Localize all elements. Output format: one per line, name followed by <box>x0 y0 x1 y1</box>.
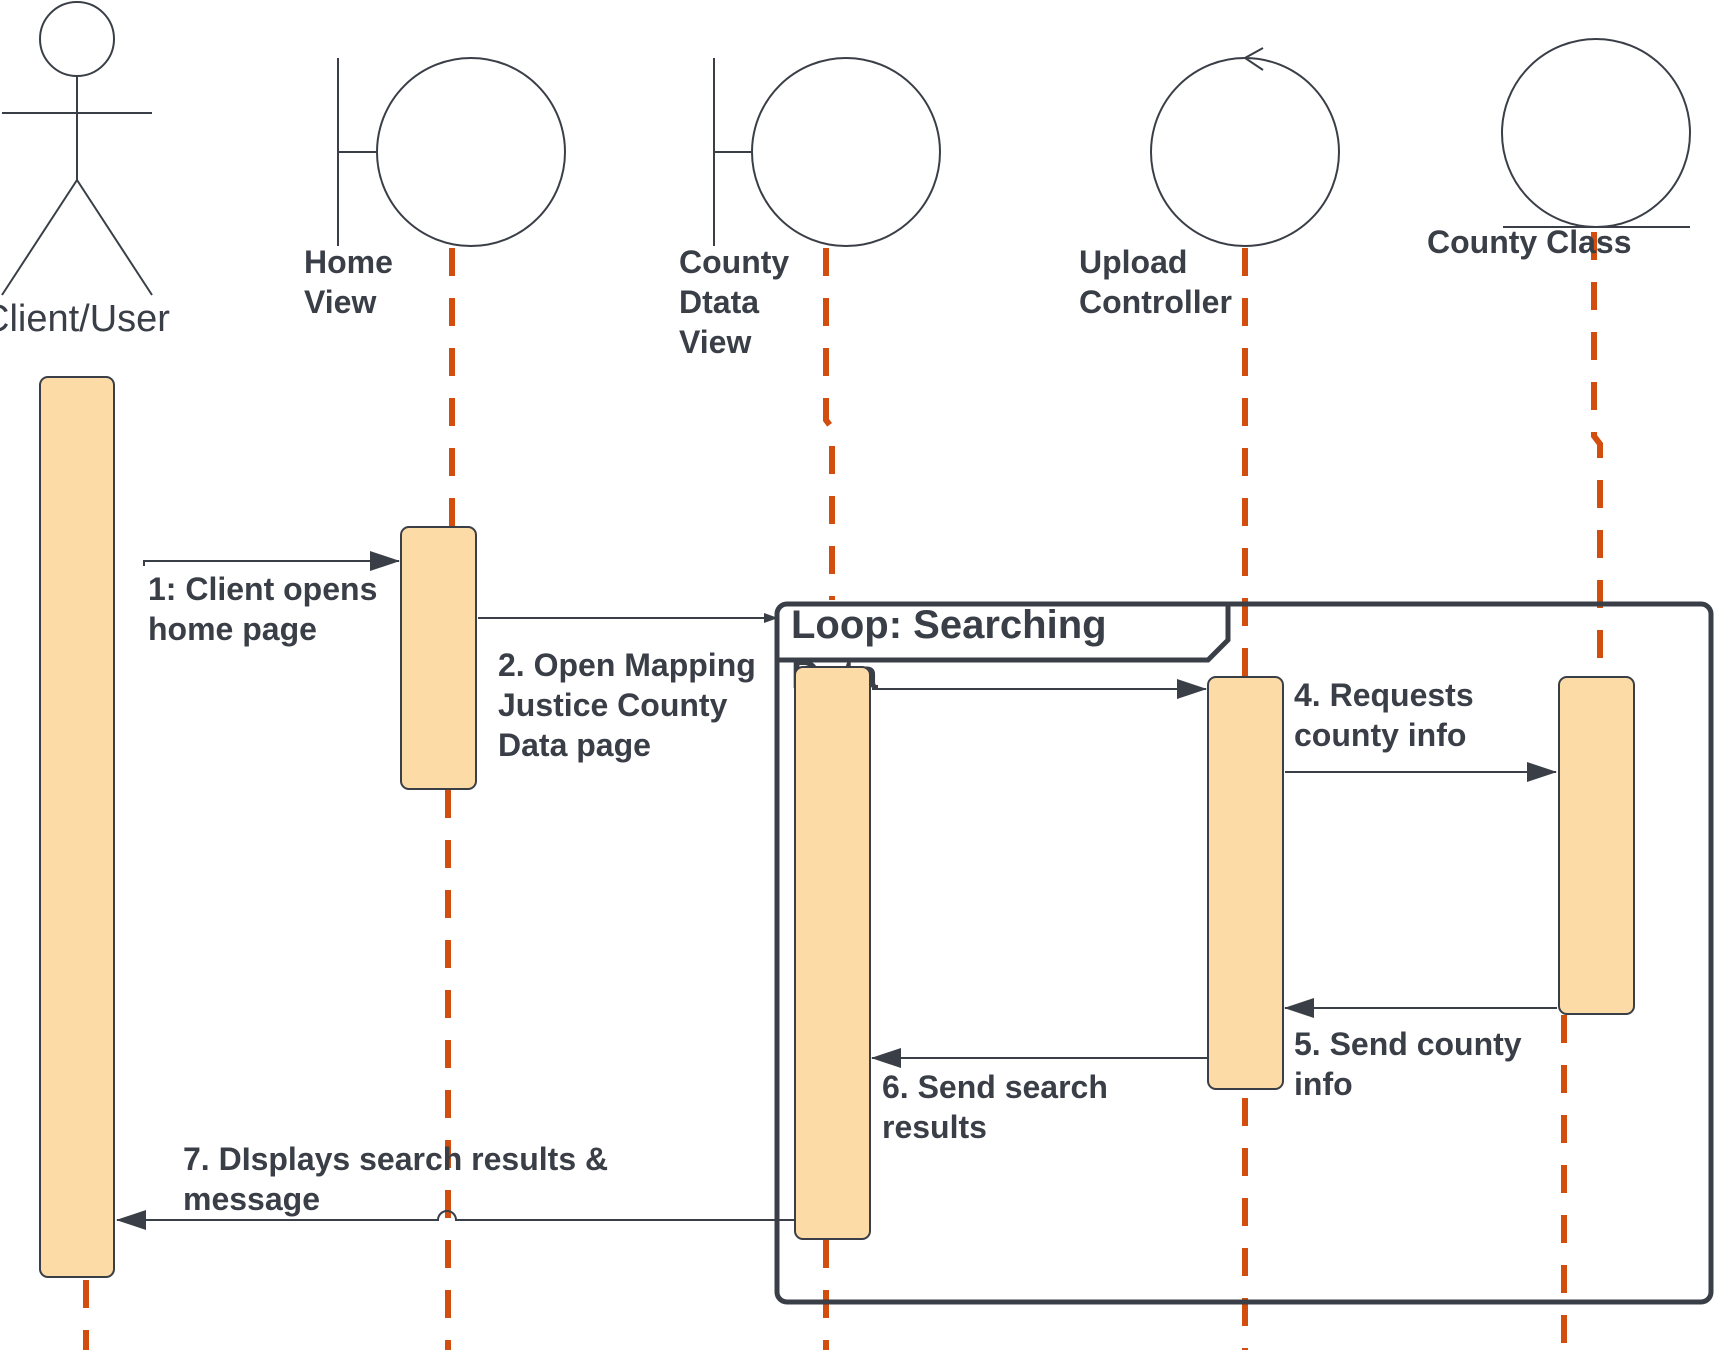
upload-controller-label: Upload Controller <box>1079 244 1232 320</box>
actor-client-label: Client/User <box>0 298 170 340</box>
boundary-icon <box>376 57 566 247</box>
activation-client <box>39 376 115 1278</box>
message-label-5: 5. Send county info <box>1294 1026 1530 1102</box>
messages: 1: Client opens home page 2. Open Mappin… <box>116 551 1557 1230</box>
activation-upload-controller <box>1207 676 1284 1090</box>
lifeline-county-data-view <box>823 248 835 1350</box>
activations <box>39 376 1635 1278</box>
message-label-6: 6. Send search results <box>882 1069 1117 1145</box>
lifeline-home-view <box>445 248 455 1350</box>
entity-icon <box>1501 38 1691 228</box>
message-label-2: 2. Open Mapping Justice County Data page <box>498 647 765 763</box>
lifeline-county-class <box>1561 232 1603 1350</box>
message-label-1: 1: Client opens home page <box>148 571 386 647</box>
message-arrow-7 <box>116 1210 794 1230</box>
message-arrow-1 <box>143 551 400 571</box>
boundary-icon <box>751 57 941 247</box>
activation-home-view <box>400 526 477 790</box>
message-label-7: 7. DIsplays search results & message <box>183 1141 617 1217</box>
county-data-view-label: County Dtata View <box>679 244 798 360</box>
entity-county-class: County Class <box>1427 38 1691 260</box>
activation-county-data-view <box>794 666 871 1240</box>
actor-client: Client/User <box>0 1 170 340</box>
boundary-home-view: Home View <box>304 57 566 320</box>
control-icon <box>1150 57 1340 247</box>
boundary-county-data-view: County Dtata View <box>679 57 941 360</box>
message-label-4: 4. Requests county info <box>1294 677 1483 753</box>
activation-county-class <box>1558 676 1635 1015</box>
control-upload-controller: Upload Controller <box>1079 47 1340 320</box>
county-class-label: County Class <box>1427 224 1631 260</box>
actor-head-icon <box>39 1 115 77</box>
home-view-label: Home View <box>304 244 402 320</box>
